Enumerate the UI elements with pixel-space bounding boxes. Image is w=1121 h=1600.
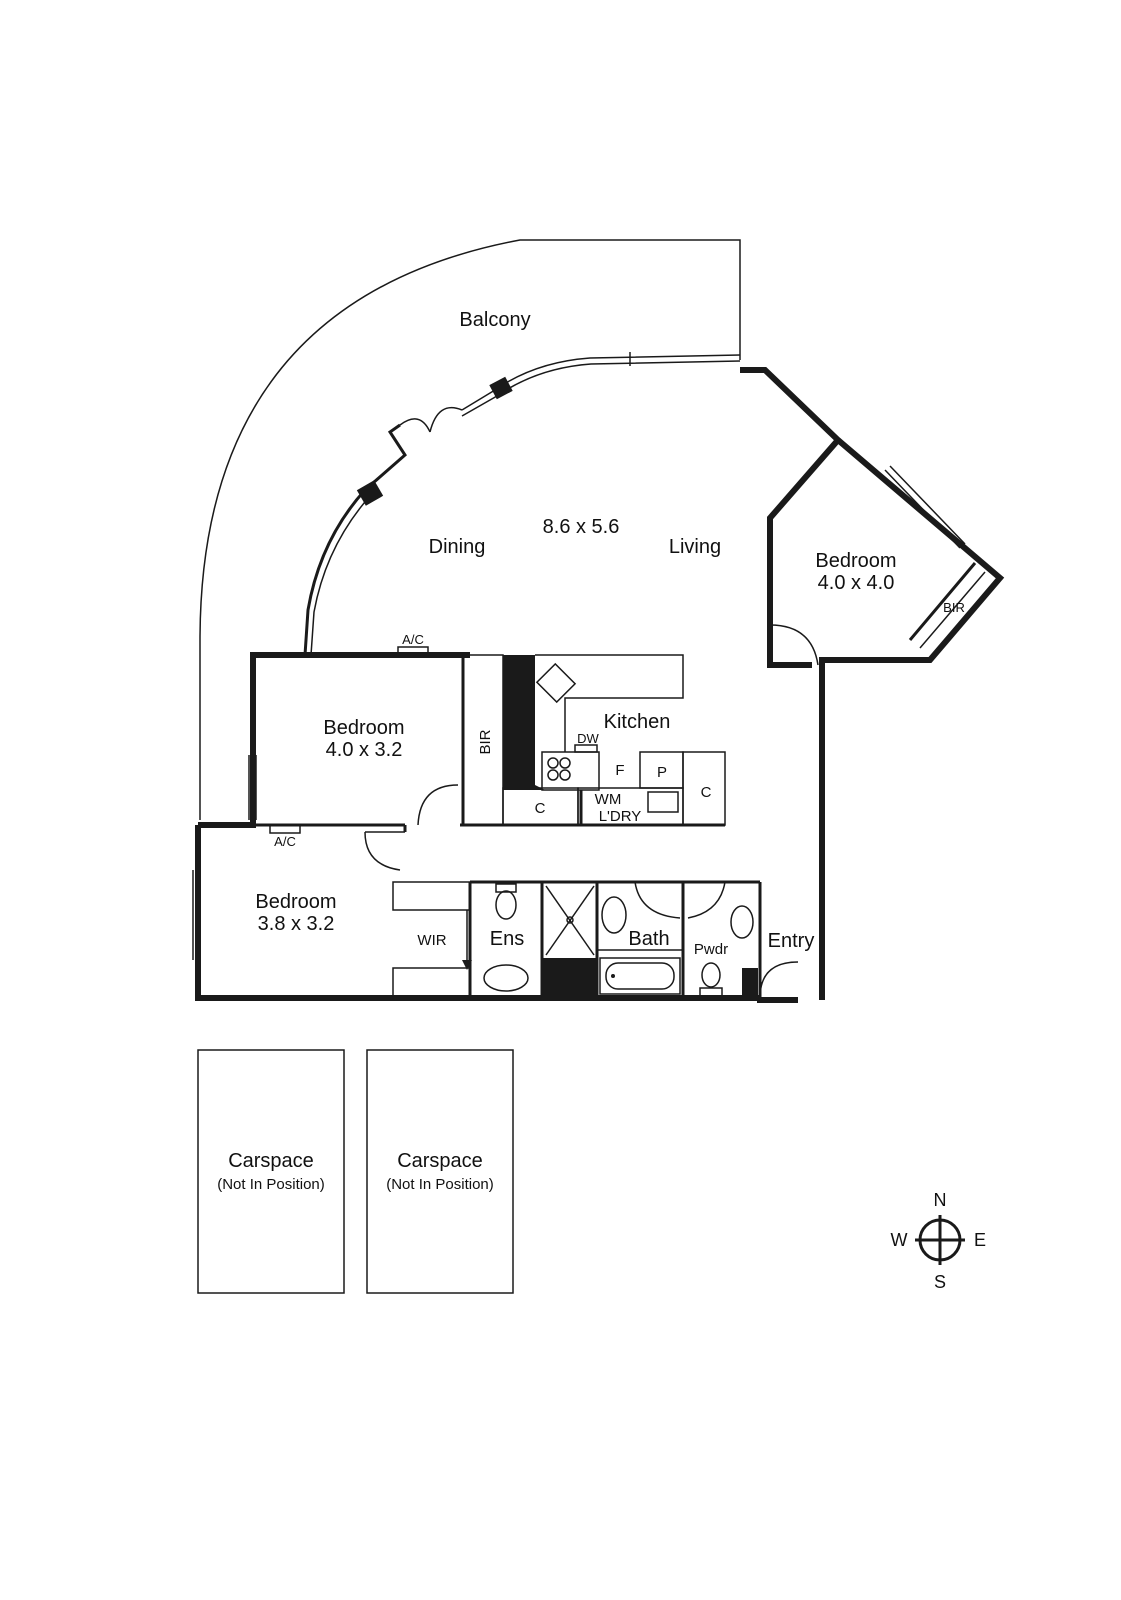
ac-label-1: A/C bbox=[402, 632, 424, 647]
bedroom-sw-dimensions: 3.8 x 3.2 bbox=[258, 913, 335, 935]
compass-east: E bbox=[974, 1230, 986, 1250]
carspace-1-note: (Not In Position) bbox=[217, 1176, 325, 1193]
wir-label: WIR bbox=[417, 932, 446, 949]
ac-units bbox=[269, 646, 429, 834]
fridge-label: F bbox=[615, 762, 624, 779]
laundry-label: L'DRY bbox=[599, 808, 642, 825]
carspace-1-label: Carspace bbox=[228, 1150, 314, 1172]
balcony-outline bbox=[199, 239, 741, 820]
washer-label: WM bbox=[595, 791, 622, 808]
ensuite-fittings bbox=[483, 883, 597, 998]
powder-label: Pwdr bbox=[694, 941, 728, 958]
pantry-label: P bbox=[657, 764, 667, 781]
kitchen-fittings bbox=[502, 654, 726, 826]
dining-label: Dining bbox=[429, 536, 486, 558]
bedroom-ne-fittings bbox=[769, 562, 986, 666]
carspace-1 bbox=[197, 1049, 345, 1294]
bedroom-sw-label: Bedroom bbox=[255, 891, 336, 913]
carspace-2 bbox=[366, 1049, 514, 1294]
ensuite-label: Ens bbox=[490, 928, 524, 950]
kitchen-label: Kitchen bbox=[604, 711, 671, 733]
balcony-label: Balcony bbox=[459, 309, 530, 331]
powder-fittings bbox=[699, 905, 758, 998]
carspace-2-label: Carspace bbox=[397, 1150, 483, 1172]
cupboard-1-label: C bbox=[535, 800, 546, 817]
bath-label: Bath bbox=[628, 928, 669, 950]
cupboard-2-label: C bbox=[701, 784, 712, 801]
ac-label-2: A/C bbox=[274, 834, 296, 849]
entry-label: Entry bbox=[768, 930, 815, 952]
bath-fittings bbox=[599, 896, 681, 995]
bedroom-ne-robe-label: BIR bbox=[943, 600, 965, 615]
compass-west: W bbox=[891, 1230, 908, 1250]
compass-rose bbox=[915, 1215, 965, 1265]
compass-south: S bbox=[934, 1272, 946, 1292]
bedroom-ne-dimensions: 4.0 x 4.0 bbox=[818, 572, 895, 594]
bedroom-ne-label: Bedroom bbox=[815, 550, 896, 572]
bedroom-w-robe-label: BIR bbox=[477, 729, 494, 754]
compass-north: N bbox=[934, 1190, 947, 1210]
windows bbox=[192, 465, 966, 960]
main-room-dimensions: 8.6 x 5.6 bbox=[543, 516, 620, 538]
balcony-glazing bbox=[303, 352, 741, 656]
dishwasher-label: DW bbox=[577, 731, 599, 746]
living-label: Living bbox=[669, 536, 721, 558]
carspace-2-note: (Not In Position) bbox=[386, 1176, 494, 1193]
bedroom-w-label: Bedroom bbox=[323, 717, 404, 739]
bedroom-w-dimensions: 4.0 x 3.2 bbox=[326, 739, 403, 761]
